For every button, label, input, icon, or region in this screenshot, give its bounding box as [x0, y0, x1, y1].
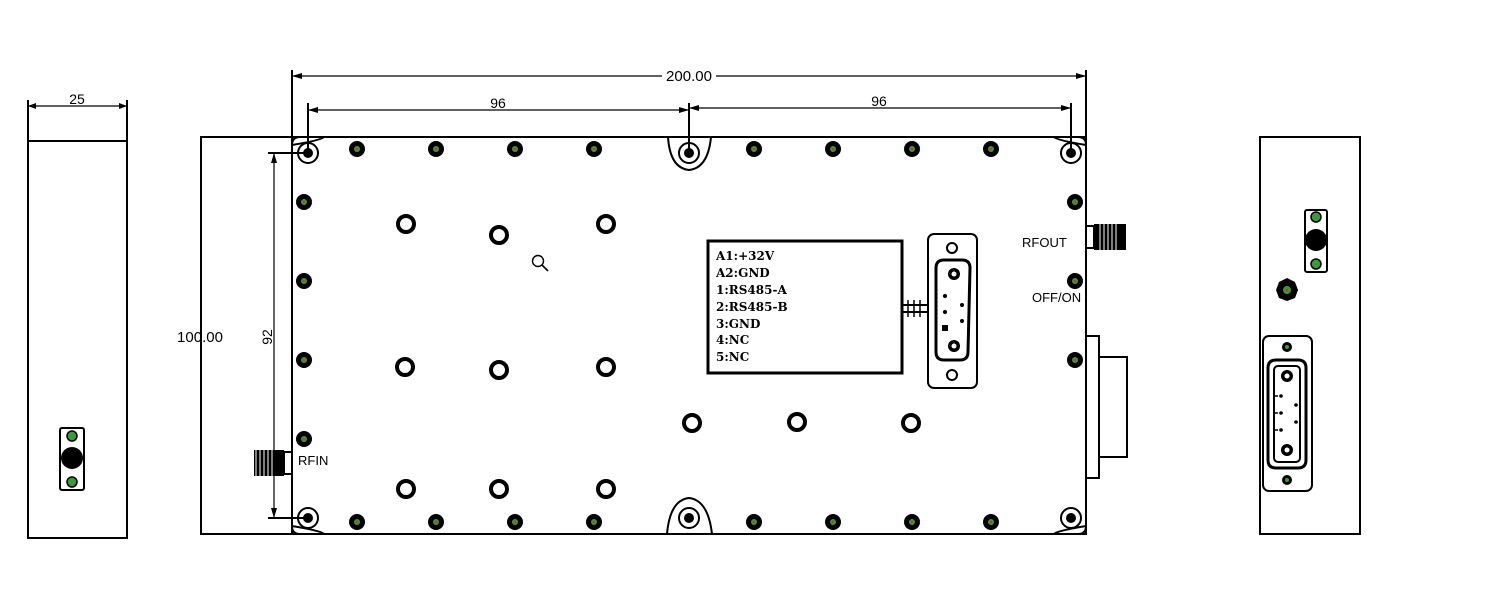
- mounting-holes: [291, 136, 1087, 535]
- main-top-view: A1:+32V A2:GND 1:RS485-A 2:RS485-B 3:GND…: [200, 136, 1128, 535]
- pin-3: 3:GND: [716, 317, 760, 331]
- pin-5: 5:NC: [716, 350, 749, 364]
- rfin-label: RFIN: [298, 453, 328, 468]
- pin-2: 2:RS485-B: [716, 300, 788, 314]
- left-pitch-dimension: 96: [490, 95, 506, 111]
- dsub-shell: [1085, 335, 1128, 479]
- switch-label: OFF/ON: [1032, 290, 1081, 305]
- dimension-lines: 200.00 96 96 100.00 92: [177, 68, 1087, 519]
- right-pitch-dimension: 96: [871, 93, 887, 109]
- dsub-connector: [927, 233, 978, 389]
- lid-screws: [296, 141, 1083, 530]
- rfout-connector: [1085, 224, 1126, 250]
- left-side-view: 25: [27, 91, 128, 539]
- rfin-connector: [254, 450, 293, 476]
- label-leader: [902, 300, 928, 317]
- pinout-label: A1:+32V A2:GND 1:RS485-A 2:RS485-B 3:GND…: [706, 239, 904, 375]
- rfout-end-view: [1304, 209, 1328, 273]
- dsub-end-view: [1262, 335, 1313, 492]
- right-side-view: [1259, 136, 1361, 535]
- rfout-label: RFOUT: [1022, 235, 1067, 250]
- inner-bosses: [395, 214, 921, 499]
- total-length-dimension: 200.00: [666, 68, 712, 85]
- mount-height-dimension: 92: [259, 329, 275, 345]
- magnifier-icon: [531, 254, 549, 272]
- pin-4: 4:NC: [716, 333, 749, 347]
- pin-a2: A2:GND: [715, 266, 770, 280]
- pin-1: 1:RS485-A: [716, 283, 787, 297]
- side-width-dimension: 25: [69, 91, 85, 107]
- side-connector: [59, 427, 85, 491]
- pin-a1: A1:+32V: [715, 249, 775, 263]
- switch-knob: [1276, 278, 1298, 301]
